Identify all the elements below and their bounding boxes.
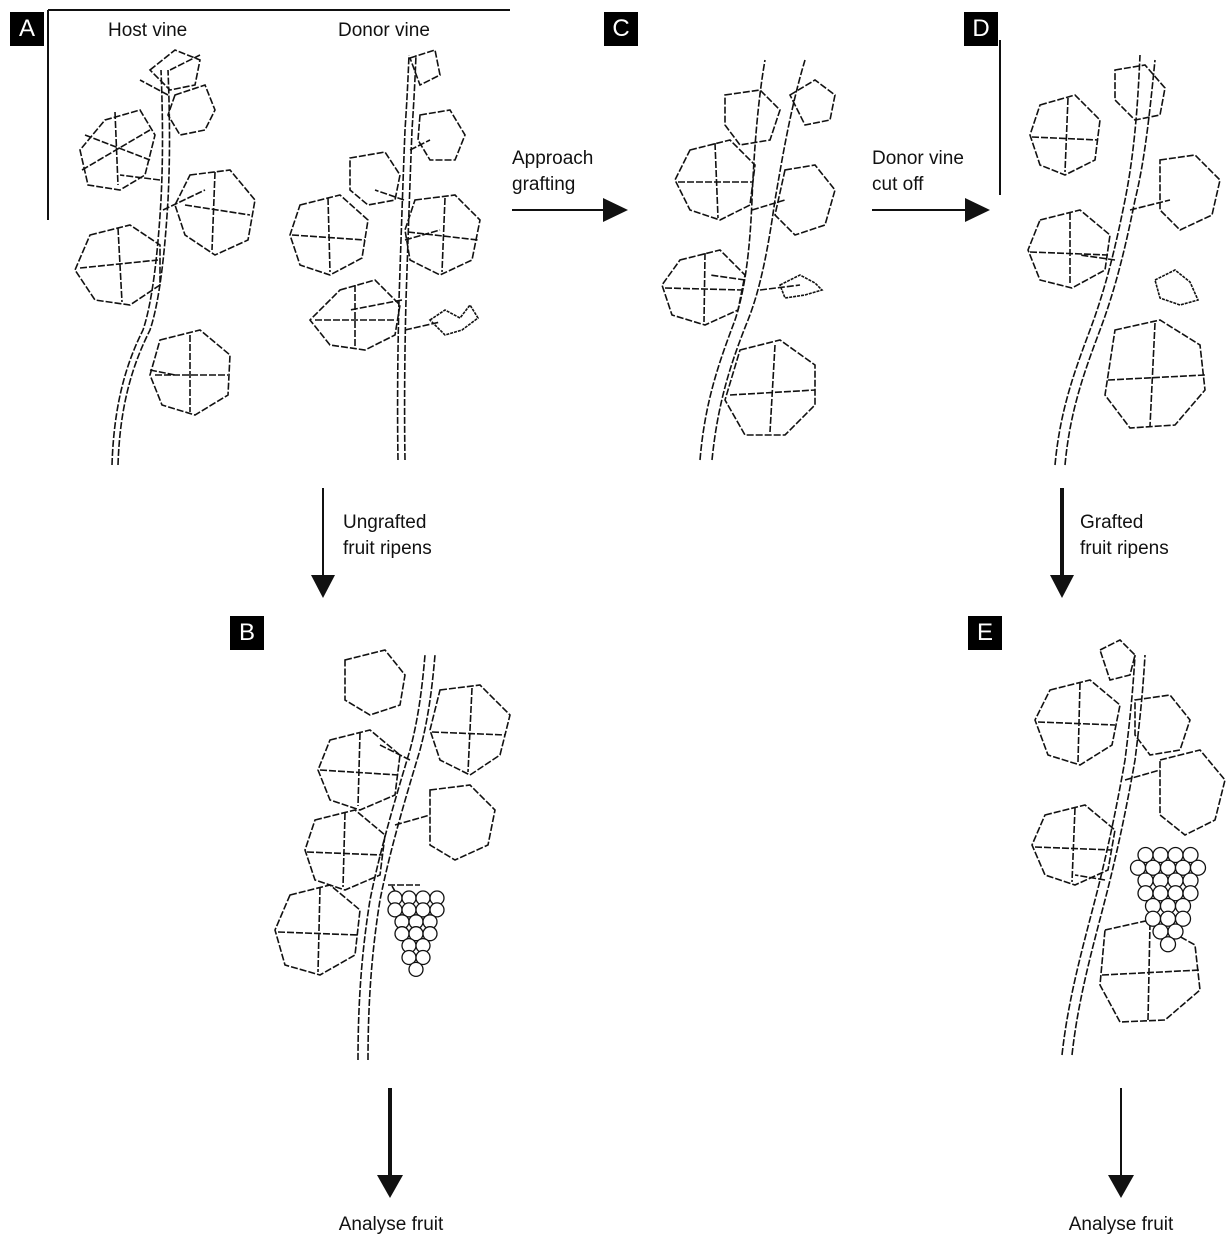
arrow-icon [377, 1088, 403, 1198]
grape-cluster-icon [1131, 848, 1206, 952]
grape-cluster-icon [388, 891, 444, 976]
grape-berry [409, 962, 423, 976]
ungrafted-ripens-label: Ungraftedfruit ripens [343, 510, 432, 562]
approach-grafting-label: Approachgrafting [512, 146, 593, 198]
analyse-fruit-label-b: Analyse fruit [326, 1212, 456, 1238]
grafted-ripens-label: Graftedfruit ripens [1080, 510, 1169, 562]
donor-vine-label: Donor vine [338, 18, 430, 44]
host-vine-label: Host vine [108, 18, 187, 44]
analyse-fruit-label-e: Analyse fruit [1056, 1212, 1186, 1238]
grape-berry [1161, 937, 1176, 952]
panel-d-badge: D [964, 12, 998, 46]
arrow-icon [512, 198, 628, 222]
grafted-fruit-vine-illustration [1032, 640, 1225, 1055]
donor-vine-illustration [290, 50, 480, 460]
panel-e-badge: E [968, 616, 1002, 650]
donor-cut-vine-illustration [1028, 55, 1220, 465]
host-vine-illustration [75, 50, 255, 465]
panel-b-badge: B [230, 616, 264, 650]
arrow-icon [872, 198, 990, 222]
arrow-icon [1050, 488, 1074, 598]
panel-a-badge: A [10, 12, 44, 46]
arrow-icon [311, 488, 335, 598]
donor-cut-off-label: Donor vinecut off [872, 146, 964, 198]
grafted-vines-illustration [662, 60, 835, 460]
panel-c-badge: C [604, 12, 638, 46]
arrow-icon [1108, 1088, 1134, 1198]
ungrafted-vine-illustration [275, 650, 510, 1060]
